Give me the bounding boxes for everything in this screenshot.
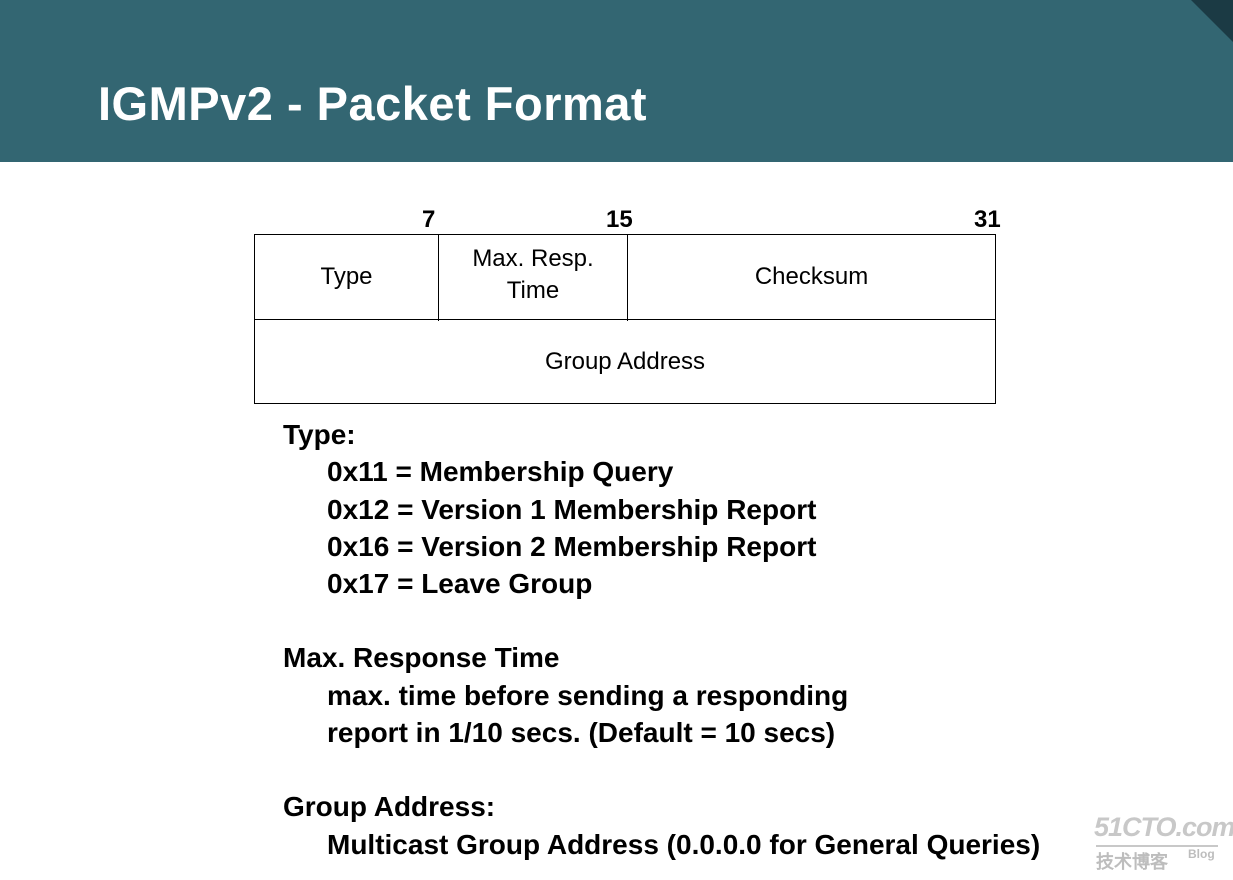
spacer xyxy=(283,751,1040,788)
field-max-resp-time: Max. Resp. Time xyxy=(439,233,627,317)
type-item: 0x11 = Membership Query xyxy=(327,456,674,488)
slide-title: IGMPv2 - Packet Format xyxy=(98,77,648,130)
field-type-label: Type xyxy=(320,263,373,290)
type-item: 0x12 = Version 1 Membership Report xyxy=(327,493,817,525)
watermark-subtitle: 技术博客 xyxy=(1096,852,1168,872)
site-watermark: 51CTO.com 技术博客 Blog xyxy=(1094,812,1233,874)
max-response-time-heading: Max. Response Time xyxy=(283,642,560,674)
group-address-heading: Group Address: xyxy=(283,791,496,823)
watermark-blog: Blog xyxy=(1188,847,1215,861)
field-max-resp-line1: Max. Resp. xyxy=(472,245,594,272)
field-group-address-label: Group Address xyxy=(544,348,706,375)
field-type: Type xyxy=(255,235,438,319)
title-banner: IGMPv2 - Packet Format xyxy=(0,0,1233,162)
watermark-logo: 51CTO.com xyxy=(1094,812,1233,842)
field-max-resp-line2: Time xyxy=(506,277,560,304)
bit-label-7: 7 xyxy=(422,206,436,233)
type-item: 0x16 = Version 2 Membership Report xyxy=(327,530,817,562)
field-descriptions: Type: 0x11 = Membership Query 0x12 = Ver… xyxy=(283,416,1040,863)
field-group-address: Group Address xyxy=(255,321,995,403)
type-item: 0x17 = Leave Group xyxy=(327,568,593,600)
packet-format-diagram: Type Max. Resp. Time Checksum Group Addr… xyxy=(254,234,996,404)
field-max-resp-time-label: Max. Resp. Time xyxy=(472,243,593,307)
group-address-line: Multicast Group Address (0.0.0.0 for Gen… xyxy=(327,828,1041,860)
bit-label-31: 31 xyxy=(974,206,1001,233)
bit-label-15: 15 xyxy=(606,206,633,233)
spacer xyxy=(283,602,1040,639)
banner-corner-decoration xyxy=(1191,0,1233,42)
field-checksum: Checksum xyxy=(628,235,995,319)
type-heading: Type: xyxy=(283,419,356,450)
field-divider xyxy=(627,235,628,321)
field-divider xyxy=(438,235,439,321)
field-checksum-label: Checksum xyxy=(754,263,869,290)
row-divider xyxy=(255,319,995,320)
max-response-time-line: max. time before sending a responding xyxy=(327,679,849,711)
watermark-underline xyxy=(1096,845,1218,847)
max-response-time-line: report in 1/10 secs. (Default = 10 secs) xyxy=(327,717,836,749)
